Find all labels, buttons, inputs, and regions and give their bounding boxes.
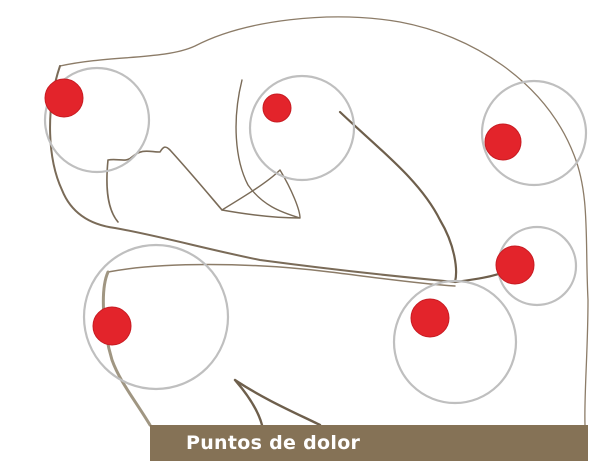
pain-ring-chest [392,279,518,405]
caption-bar: Puntos de dolor [150,425,588,461]
pain-dots [44,78,535,346]
pain-rings [43,66,588,405]
pain-point-ear [44,78,84,118]
pain-ring-top-of-head [248,74,356,182]
outline-chest [101,270,152,427]
pain-ring-back-of-neck [480,79,588,187]
pain-point-top-of-head [262,93,292,123]
caption-title: Puntos de dolor [186,432,361,454]
outline-ear [221,79,301,219]
outline-mouth [106,146,223,223]
pain-point-throat [92,306,132,346]
pain-point-side-of-neck [495,245,535,285]
head-outline [49,16,589,427]
pain-point-back-of-neck [484,123,522,161]
pain-ring-throat [82,243,230,391]
outline-throat [107,263,456,287]
pain-point-chest [410,298,450,338]
outline-shoulder [233,378,322,427]
outline-jaw [49,65,456,283]
outline-cheek [338,110,512,284]
outline-back [59,16,589,426]
pain-ring-ear [43,66,151,174]
